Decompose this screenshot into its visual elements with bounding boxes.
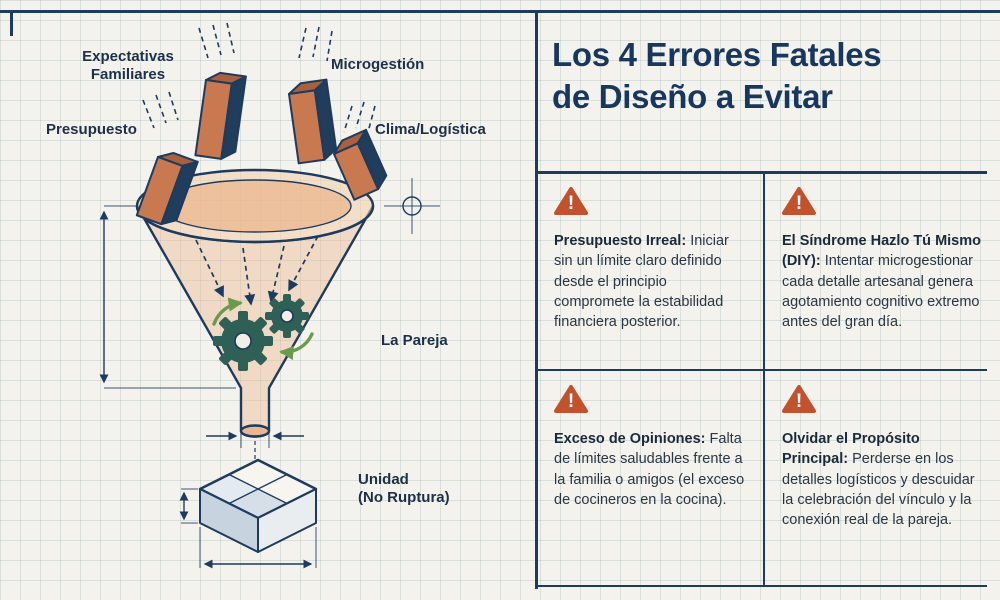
error-card-sindrome-diy: ! El Síndrome Hazlo Tú Mismo (DIY): Inte… [782, 186, 982, 332]
falling-block-presupuesto [135, 151, 199, 226]
label-expectativas-familiares: Expectativas Familiares [70, 48, 186, 83]
divider-vertical-main [535, 10, 538, 589]
falling-block-microgestion [288, 78, 338, 165]
funnel-illustration [99, 22, 440, 569]
error-text: Olvidar el Propósito Principal: Perderse… [782, 429, 984, 530]
label-microgestion: Microgestión [331, 56, 425, 73]
label-unidad: Unidad (No Ruptura) [358, 471, 450, 506]
dimension-line-spout [206, 423, 304, 459]
error-body: Falta de límites saludables frente a la … [554, 431, 745, 508]
gear-icon [213, 311, 273, 371]
error-card-olvidar-proposito: ! Olvidar el Propósito Principal: Perder… [782, 384, 984, 530]
rotation-arrow-icon [212, 297, 243, 326]
error-heading: Olvidar el Propósito Principal: [782, 431, 920, 468]
label-line: Unidad [358, 471, 409, 488]
label-clima-logistica: Clima/Logística [375, 121, 486, 138]
flow-arrows [195, 235, 319, 306]
label-line: (No Ruptura) [358, 488, 450, 506]
page-title: Los 4 Errores Fatales de Diseño a Evitar [552, 34, 882, 117]
motion-dashes [142, 22, 376, 133]
cube-unity [198, 458, 318, 553]
svg-text:!: ! [796, 391, 802, 412]
label-la-pareja: La Pareja [381, 332, 448, 349]
dimension-line-cube [179, 488, 317, 569]
error-card-presupuesto-irreal: ! Presupuesto Irreal: Iniciar sin un lím… [554, 186, 750, 332]
label-presupuesto: Presupuesto [46, 121, 137, 138]
error-heading: Presupuesto Irreal: [554, 233, 687, 249]
divider-grid-vertical [763, 171, 765, 587]
error-text: Exceso de Opiniones: Falta de límites sa… [554, 429, 754, 510]
divider-grid-horizontal [535, 369, 987, 371]
error-body: Perderse en los detalles logísticos y de… [782, 451, 975, 529]
error-heading: El Síndrome Hazlo Tú Mismo (DIY): [782, 233, 981, 270]
warning-icon: ! [554, 385, 588, 413]
label-line: Familiares [90, 65, 166, 83]
error-text: El Síndrome Hazlo Tú Mismo (DIY): Intent… [782, 231, 982, 332]
dimension-line-funnel-height [99, 205, 236, 389]
rotation-arrow-icon [279, 332, 314, 361]
frame-top-line [0, 10, 1000, 13]
gear-icon [265, 294, 309, 338]
label-line: Expectativas [82, 48, 174, 65]
warning-icon: ! [554, 187, 588, 215]
falling-block-expectativas [194, 71, 247, 160]
warning-icon: ! [782, 187, 816, 215]
error-text: Presupuesto Irreal: Iniciar sin un límit… [554, 231, 750, 332]
title-underline [535, 171, 987, 174]
frame-corner-mark [10, 10, 13, 36]
crosshair-icon [384, 178, 440, 234]
funnel-spout [239, 424, 271, 438]
error-body: Intentar microgestionar cada detalle art… [782, 253, 980, 331]
funnel [135, 168, 375, 438]
svg-text:!: ! [568, 193, 574, 214]
error-card-exceso-opiniones: ! Exceso de Opiniones: Falta de límites … [554, 384, 754, 510]
error-body: Iniciar sin un límite claro definido des… [554, 233, 729, 331]
warning-icon: ! [782, 385, 816, 413]
falling-block-clima [333, 128, 388, 201]
error-heading: Exceso de Opiniones: [554, 431, 706, 447]
page-title-line1: Los 4 Errores Fatales [552, 36, 882, 73]
svg-text:!: ! [568, 391, 574, 412]
frame-bottom-line [535, 585, 987, 587]
svg-text:!: ! [796, 193, 802, 214]
page-title-line2: de Diseño a Evitar [552, 77, 833, 115]
